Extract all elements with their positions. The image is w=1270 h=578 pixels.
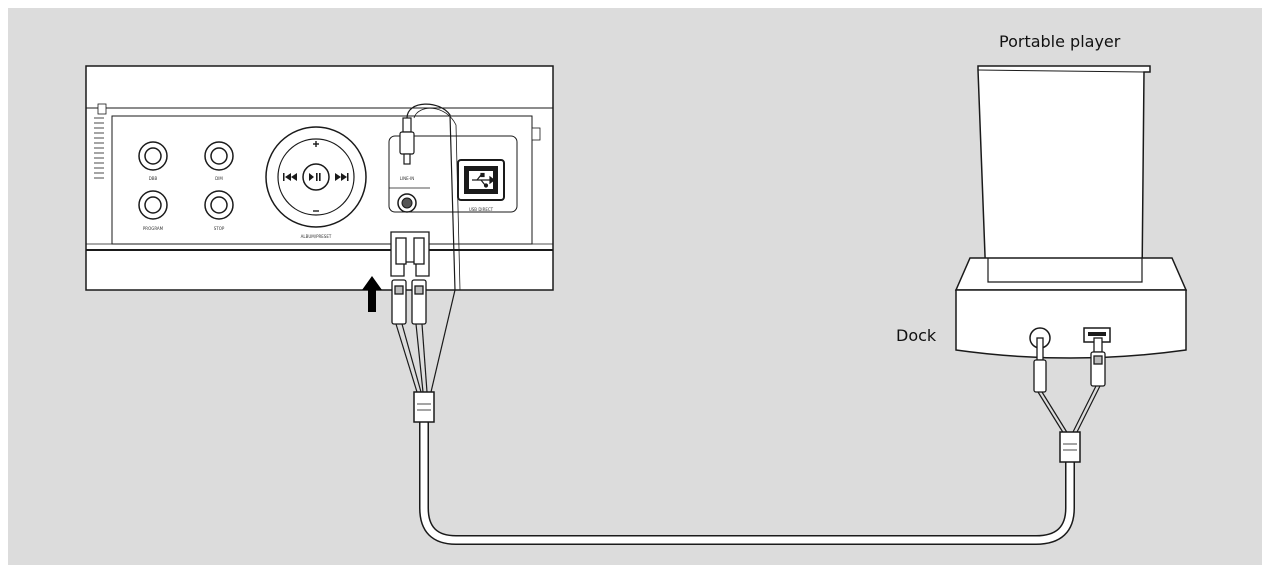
cable-clip-left [413, 391, 435, 423]
stop-button-label: STOP [214, 226, 225, 231]
dim-button[interactable]: DIM [204, 141, 234, 181]
main-unit: DBB DIM PROGRAM STOP [85, 65, 554, 291]
navigation-pad[interactable]: ALBUM/PRESET [265, 126, 367, 239]
line-in-section: LINE-IN USB DIRECT [388, 135, 518, 213]
portable-player-label: Portable player [999, 32, 1121, 51]
usb-caption: USB DIRECT [469, 207, 494, 212]
portable-player [977, 65, 1151, 283]
stop-button[interactable]: STOP [204, 190, 234, 231]
usb-port[interactable]: USB DIRECT [457, 159, 505, 212]
line-in-caption: LINE-IN [400, 176, 415, 181]
previous-icon [283, 173, 297, 181]
dock-label: Dock [896, 326, 937, 345]
dock [954, 257, 1188, 359]
cable-strands-left [395, 289, 456, 393]
jack-plug [399, 117, 415, 165]
plus-icon [313, 141, 319, 147]
play-pause-icon [309, 173, 321, 181]
cable-strands-right [1037, 385, 1101, 435]
line-in-socket[interactable] [397, 193, 417, 213]
rca-adapter [390, 231, 430, 277]
dbb-button-label: DBB [149, 176, 158, 181]
nav-pad-caption: ALBUM/PRESET [301, 234, 332, 239]
program-button-label: PROGRAM [143, 226, 164, 231]
dbb-button[interactable]: DBB [138, 141, 168, 181]
side-grille [94, 103, 107, 179]
dim-button-label: DIM [215, 176, 223, 181]
dock-plugs [1033, 337, 1106, 393]
rca-plugs [391, 279, 427, 325]
program-button[interactable]: PROGRAM [138, 190, 168, 231]
arrow-up-icon [362, 276, 382, 312]
next-icon [335, 173, 349, 181]
cable-clip-right [1059, 431, 1081, 463]
usb-icon [472, 172, 495, 188]
